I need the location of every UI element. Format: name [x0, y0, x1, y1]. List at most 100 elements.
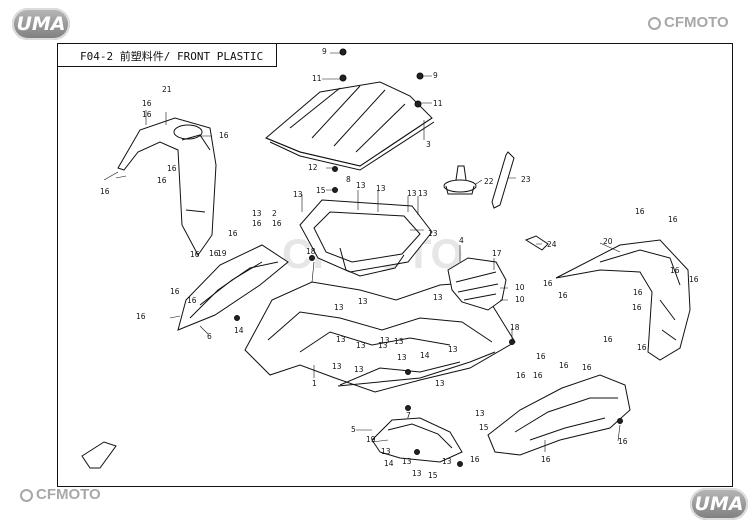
callout-13-label: 13: [418, 189, 428, 198]
uma-logo-bottom: UMA: [690, 488, 748, 520]
callout-13-label: 13: [402, 457, 412, 466]
callout-13-label: 13: [293, 190, 303, 199]
callout-13-label: 13: [394, 337, 404, 346]
callout-13-label: 13: [435, 379, 445, 388]
callout-6-label: 6: [207, 332, 212, 341]
callout-14-label: 14: [234, 326, 244, 335]
callout-9-label: 9: [322, 47, 327, 56]
callout-23-label: 23: [521, 175, 531, 184]
callout-16-label: 16: [558, 291, 568, 300]
callout-2-label: 2: [272, 209, 277, 218]
fuel-cap-part: [443, 165, 477, 195]
callout-16-label: 16: [559, 361, 569, 370]
callout-12-label: 12: [308, 163, 318, 172]
callout-16-label: 16: [470, 455, 480, 464]
callout-16-label: 16: [209, 249, 219, 258]
callout-16-label: 16: [543, 279, 553, 288]
leader-lines: [103, 52, 621, 452]
callout-13-label: 13: [252, 209, 262, 218]
uma-logo-top: UMA: [12, 8, 70, 40]
callout-16-label: 16: [670, 266, 680, 275]
callout-13-label: 13: [376, 184, 386, 193]
callout-16-label: 16: [142, 110, 152, 119]
callout-16-label: 16: [618, 437, 628, 446]
callout-16-label: 16: [689, 275, 699, 284]
callout-11-label: 11: [312, 74, 322, 83]
callout-16-label: 16: [603, 335, 613, 344]
callout-16-label: 16: [228, 229, 238, 238]
callout-19-label: 19: [217, 249, 227, 258]
callout-16-label: 16: [190, 250, 200, 259]
fastener-group-top: [234, 48, 623, 467]
callout-16-label: 16: [582, 363, 592, 372]
callout-15-label: 15: [428, 471, 438, 480]
callout-13-label: 13: [356, 181, 366, 190]
callout-20-label: 20: [603, 237, 613, 246]
callout-24-label: 24: [547, 240, 557, 249]
reflector-part: [81, 441, 117, 469]
callout-16-label: 16: [170, 287, 180, 296]
callout-13-label: 13: [380, 336, 390, 345]
callout-13-label: 13: [412, 469, 422, 478]
callout-13-label: 13: [407, 189, 417, 198]
callout-18-label: 18: [306, 247, 316, 256]
callout-14-label: 14: [384, 459, 394, 468]
breather-hose-part: [491, 151, 515, 209]
callout-16-label: 16: [219, 131, 229, 140]
callout-10-label: 10: [515, 283, 525, 292]
callout-13-label: 13: [475, 409, 485, 418]
callout-13-label: 13: [433, 293, 443, 302]
callout-16-label: 16: [142, 99, 152, 108]
callout-13-label: 13: [356, 341, 366, 350]
callout-16-label: 16: [668, 215, 678, 224]
clip-part: [524, 235, 549, 251]
callout-13-label: 13: [428, 229, 438, 238]
callout-15-label: 15: [316, 186, 326, 195]
cfmoto-text-top: CFMOTO: [664, 14, 729, 31]
callout-13-label: 13: [358, 297, 368, 306]
diagram-title: F04-2 前塑料件/ FRONT PLASTIC: [80, 50, 264, 63]
callout-16-label: 16: [516, 371, 526, 380]
callout-16-label: 16: [100, 187, 110, 196]
title-box: [57, 43, 277, 67]
callout-13-label: 13: [334, 303, 344, 312]
callout-16-label: 16: [252, 219, 262, 228]
callout-13-label: 13: [378, 341, 388, 350]
callout-10-label: 10: [515, 295, 525, 304]
callout-4-label: 4: [459, 236, 464, 245]
lower-bracket-part: [371, 417, 463, 463]
left-side-panel-part: [177, 244, 289, 331]
callout-13-label: 13: [397, 353, 407, 362]
right-front-fender-part: [555, 239, 691, 361]
storage-box-part: [299, 199, 433, 277]
callout-16-label: 16: [272, 219, 282, 228]
callout-13-label: 13: [448, 345, 458, 354]
callout-21-label: 21: [162, 85, 172, 94]
callout-13-label: 13: [442, 457, 452, 466]
callout-16-label: 16: [536, 352, 546, 361]
callout-13-label: 13: [354, 365, 364, 374]
front-top-cover-part: [265, 81, 435, 171]
callout-15-label: 15: [479, 423, 489, 432]
callout-16-label: 16: [167, 164, 177, 173]
callout-22-label: 22: [484, 177, 494, 186]
callout-16-label: 16: [187, 296, 197, 305]
cfmoto-logo-bottom: CFMOTO: [20, 486, 101, 503]
callout-16-label: 16: [533, 371, 543, 380]
callout-3-label: 3: [426, 140, 431, 149]
cfmoto-logo-top: CFMOTO: [648, 14, 729, 31]
callout-8-label: 8: [346, 175, 351, 184]
callout-14-label: 14: [420, 351, 430, 360]
cfmoto-ring-icon: [20, 489, 33, 502]
cfmoto-text-bottom: CFMOTO: [36, 486, 101, 503]
callout-16-label: 16: [637, 343, 647, 352]
callout-7-label: 7: [406, 411, 411, 420]
left-front-fender-part: [117, 117, 217, 256]
callout-19-label: 19: [366, 435, 376, 444]
callout-13-label: 13: [336, 335, 346, 344]
callout-17-label: 17: [492, 249, 502, 258]
callout-18-label: 18: [510, 323, 520, 332]
callout-16-label: 16: [633, 288, 643, 297]
callout-11-label: 11: [433, 99, 443, 108]
